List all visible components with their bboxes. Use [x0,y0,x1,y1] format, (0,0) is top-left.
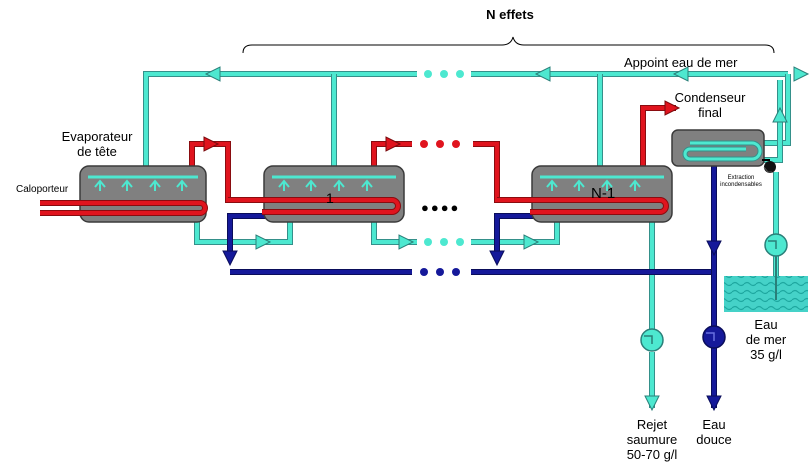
vacuum-pump-icon [762,159,776,173]
spray-nozzle-icon [546,179,558,191]
head-evaporator-label-line1: Evaporateur [61,129,133,144]
flow-arrow-icon [398,234,415,250]
final-condenser-label-line1: Condenseur [674,90,746,105]
spray-nozzle-icon [176,179,188,191]
diagram-title: N effets [486,7,534,22]
spray-nozzle-icon [573,179,585,191]
spray-nozzle-icon [94,179,106,191]
flow-arrow-icon [644,395,660,412]
flow-arrow-icon [489,250,505,267]
brine-reject-label: Rejet saumure 50-70 g/l [612,417,692,463]
spray-nozzle-icon [278,179,290,191]
extraction-label-line1: Extraction [727,175,755,181]
seawater-label-line3: 35 g/l [750,346,782,362]
seawater-label: Eau de mer 35 g/l [738,317,794,363]
head-evaporator-vessel [40,165,208,223]
final-condenser-vessel [671,129,765,167]
seawater-flow-arrows [204,66,810,412]
brine-reject-label-line3: 50-70 g/l [626,446,678,462]
spray-nozzle-icon [629,179,641,191]
flow-arrow-icon [534,66,551,82]
extraction-label-line2: incondensables [720,181,762,188]
spray-nozzle-icon [333,179,345,191]
effect-1-vessel [228,165,405,223]
head-evaporator-label-line2: de tête [77,143,117,159]
seawater-dots [424,70,464,246]
flow-arrow-icon [203,136,220,152]
seawater-pump [764,233,788,257]
effect-n-minus-1-label: N-1 [591,185,616,202]
seawater-label-line2: de mer [745,331,787,347]
effect-1-label: 1 [326,190,334,206]
final-condenser-label: Condenseur final [668,90,752,121]
flow-arrow-icon [204,66,221,82]
seawater-piping [143,71,791,408]
spray-nozzles [94,179,641,191]
seawater-makeup-label: Appoint eau de mer [624,55,738,70]
seawater-label-line1: Eau [754,317,778,332]
flow-arrow-icon [255,234,272,250]
fresh-water-pump [702,325,726,349]
noncondensable-extraction-label: Extraction incondensables [706,175,776,189]
fresh-water-label: Eau douce [684,417,744,448]
spray-nozzle-icon [361,179,373,191]
n-effects-brace [242,36,775,54]
steam-dots [420,140,460,148]
fresh-water-label-line1: Eau [702,417,726,432]
spray-nozzle-icon [121,179,133,191]
spray-nozzle-icon [601,179,613,191]
spray-nozzle-icon [305,179,317,191]
flow-arrow-icon [664,100,681,116]
flow-arrow-icon [523,234,540,250]
distillate-flow-arrows [222,240,722,412]
flow-arrow-icon [672,66,689,82]
flow-arrow-icon [772,106,788,123]
brine-pump [640,328,664,352]
brine-reject-label-line1: Rejet [636,417,668,432]
heating-fluid-label: Caloporteur [16,184,69,195]
effect-n-minus-1-vessel [497,165,673,223]
final-condenser-label-line2: final [698,104,722,120]
effects-ellipsis: ●●●● [421,200,460,215]
brine-reject-label-line2: saumure [626,431,678,447]
distillate-dots [420,268,460,276]
steam-flow-arrows [203,100,681,152]
flow-arrow-icon [706,240,722,257]
flow-arrow-icon [793,66,810,82]
fresh-water-label-line2: douce [696,431,732,447]
flow-arrow-icon [222,250,238,267]
seawater-tank [724,276,808,312]
spray-nozzle-icon [149,179,161,191]
flow-arrow-icon [706,395,722,412]
flow-arrow-icon [385,136,402,152]
head-evaporator-label: Evaporateur de tête [36,129,158,160]
